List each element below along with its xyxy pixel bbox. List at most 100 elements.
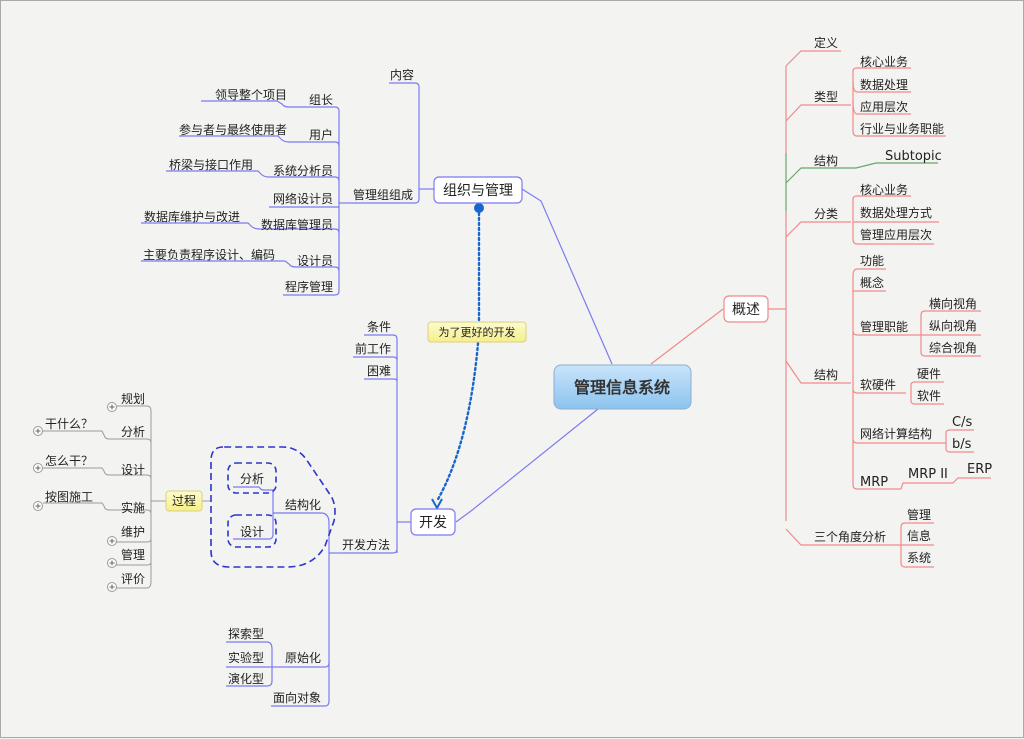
net-item-1[interactable]: b/s	[952, 437, 972, 452]
structure2-concept[interactable]: 概念	[860, 275, 884, 290]
topic-dev-label: 开发	[419, 515, 447, 531]
process-step-1[interactable]: 分析	[121, 425, 145, 439]
connector-central-dev	[455, 408, 599, 523]
expand-icons	[33, 402, 117, 592]
class-item-0[interactable]: 核心业务	[860, 182, 908, 197]
org-connectors	[141, 82, 434, 296]
central-topic-label: 管理信息系统	[574, 378, 670, 397]
class-item-1[interactable]: 数据处理方式	[860, 205, 932, 220]
prototype-1[interactable]: 实验型	[228, 650, 264, 665]
connector-central-org	[521, 188, 613, 365]
role-3[interactable]: 网络设计员	[273, 191, 333, 206]
connector-central-overview	[650, 308, 724, 365]
topic-org-label: 组织与管理	[443, 183, 513, 199]
process-steps: 规划 分析 干什么？ 设计 怎么干？ 实施 按图施工 维护 管理 评价	[45, 391, 145, 586]
mrp-ii[interactable]: MRP II	[908, 467, 948, 482]
process-step-1-note[interactable]: 干什么？	[45, 417, 93, 431]
role-4-note[interactable]: 数据库维护与改进	[144, 209, 240, 224]
mgmt-item-2[interactable]: 综合视角	[929, 340, 977, 355]
overview-definition[interactable]: 定义	[814, 35, 838, 50]
process-step-2-note[interactable]: 怎么干？	[45, 453, 93, 468]
dev-item-2[interactable]: 困难	[367, 364, 391, 378]
mgmt-item-0[interactable]: 横向视角	[929, 296, 977, 311]
dev-item-0[interactable]: 条件	[367, 320, 391, 334]
types-item-0[interactable]: 核心业务	[860, 54, 908, 69]
svg-text:过程: 过程	[172, 493, 196, 508]
relation-arrowhead-icon	[431, 498, 443, 511]
three-item-2[interactable]: 系统	[907, 551, 931, 565]
role-2[interactable]: 系统分析员	[273, 164, 333, 178]
mgmt-item-1[interactable]: 纵向视角	[929, 318, 977, 333]
role-0[interactable]: 组长	[309, 93, 333, 107]
overview-types[interactable]: 类型	[814, 90, 838, 104]
hw-item-1[interactable]: 软件	[917, 389, 941, 403]
types-item-1[interactable]: 数据处理	[860, 77, 908, 92]
net-item-0[interactable]: C/s	[952, 415, 972, 430]
org-team[interactable]: 管理组组成	[353, 187, 413, 202]
process-step-3-note[interactable]: 按图施工	[45, 490, 93, 504]
central-topic[interactable]: 管理信息系统	[553, 364, 692, 410]
dev-structured[interactable]: 结构化	[285, 497, 321, 512]
dev-prototype[interactable]: 原始化	[285, 651, 321, 665]
role-0-note[interactable]: 领导整个项目	[215, 87, 287, 102]
dev-methods[interactable]: 开发方法	[342, 537, 390, 552]
svg-text:为了更好的开发: 为了更好的开发	[439, 325, 516, 339]
process-step-0[interactable]: 规划	[121, 391, 145, 406]
structured-analysis[interactable]: 分析	[240, 472, 264, 486]
three-item-1[interactable]: 信息	[907, 528, 931, 543]
structure1-subtopic[interactable]: Subtopic	[885, 149, 942, 164]
overview-connectors	[768, 50, 991, 568]
topic-overview[interactable]: 概述	[723, 295, 769, 323]
role-1-note[interactable]: 参与者与最终使用者	[179, 122, 287, 137]
structure2-function[interactable]: 功能	[860, 254, 884, 268]
overview-classification[interactable]: 分类	[814, 207, 838, 221]
structure2-net[interactable]: 网络计算结构	[860, 426, 932, 441]
class-item-2[interactable]: 管理应用层次	[860, 227, 932, 242]
dev-oo[interactable]: 面向对象	[273, 690, 321, 705]
dev-item-1[interactable]: 前工作	[355, 341, 391, 356]
org-content[interactable]: 内容	[390, 67, 414, 82]
relation-label[interactable]: 为了更好的开发	[427, 321, 527, 343]
mrp-erp[interactable]: ERP	[967, 462, 992, 477]
process-step-4[interactable]: 维护	[121, 525, 145, 539]
types-item-2[interactable]: 应用层次	[860, 99, 908, 114]
structure2-mgmt[interactable]: 管理职能	[860, 319, 908, 334]
process-step-5[interactable]: 管理	[121, 547, 145, 562]
dev-connectors	[201, 334, 411, 707]
overview-structure1[interactable]: 结构	[814, 153, 838, 168]
structured-design[interactable]: 设计	[240, 525, 264, 539]
role-5[interactable]: 设计员	[297, 254, 333, 268]
role-2-note[interactable]: 桥梁与接口作用	[169, 157, 253, 172]
relation-line[interactable]	[435, 206, 481, 503]
overview-three[interactable]: 三个角度分析	[814, 529, 886, 544]
expand-plus-icon[interactable]	[107, 558, 117, 568]
role-4[interactable]: 数据库管理员	[261, 217, 333, 232]
role-5-note[interactable]: 主要负责程序设计、编码	[143, 247, 275, 262]
expand-plus-icon[interactable]	[33, 463, 43, 473]
role-1[interactable]: 用户	[309, 127, 333, 142]
prototype-2[interactable]: 演化型	[228, 671, 264, 686]
expand-plus-icon[interactable]	[33, 426, 43, 436]
structure2-mrp[interactable]: MRP	[860, 475, 888, 490]
process-step-6[interactable]: 评价	[121, 572, 145, 586]
expand-plus-icon[interactable]	[107, 536, 117, 546]
relation-handle[interactable]	[474, 203, 484, 213]
structured-boundary	[210, 446, 336, 568]
role-6[interactable]: 程序管理	[285, 279, 333, 294]
hw-item-0[interactable]: 硬件	[917, 367, 941, 381]
process-topic[interactable]: 过程	[165, 490, 203, 512]
three-item-0[interactable]: 管理	[907, 507, 931, 522]
structure2-hw[interactable]: 软硬件	[860, 378, 896, 392]
types-item-3[interactable]: 行业与业务职能	[860, 121, 944, 136]
prototype-0[interactable]: 探索型	[228, 627, 264, 641]
topic-org[interactable]: 组织与管理	[433, 176, 523, 204]
expand-plus-icon[interactable]	[33, 501, 43, 511]
expand-plus-icon[interactable]	[107, 582, 117, 592]
process-step-3[interactable]: 实施	[121, 500, 145, 515]
process-step-2[interactable]: 设计	[121, 463, 145, 477]
topic-dev[interactable]: 开发	[410, 508, 456, 536]
overview-structure2[interactable]: 结构	[814, 367, 838, 382]
expand-plus-icon[interactable]	[107, 402, 117, 412]
